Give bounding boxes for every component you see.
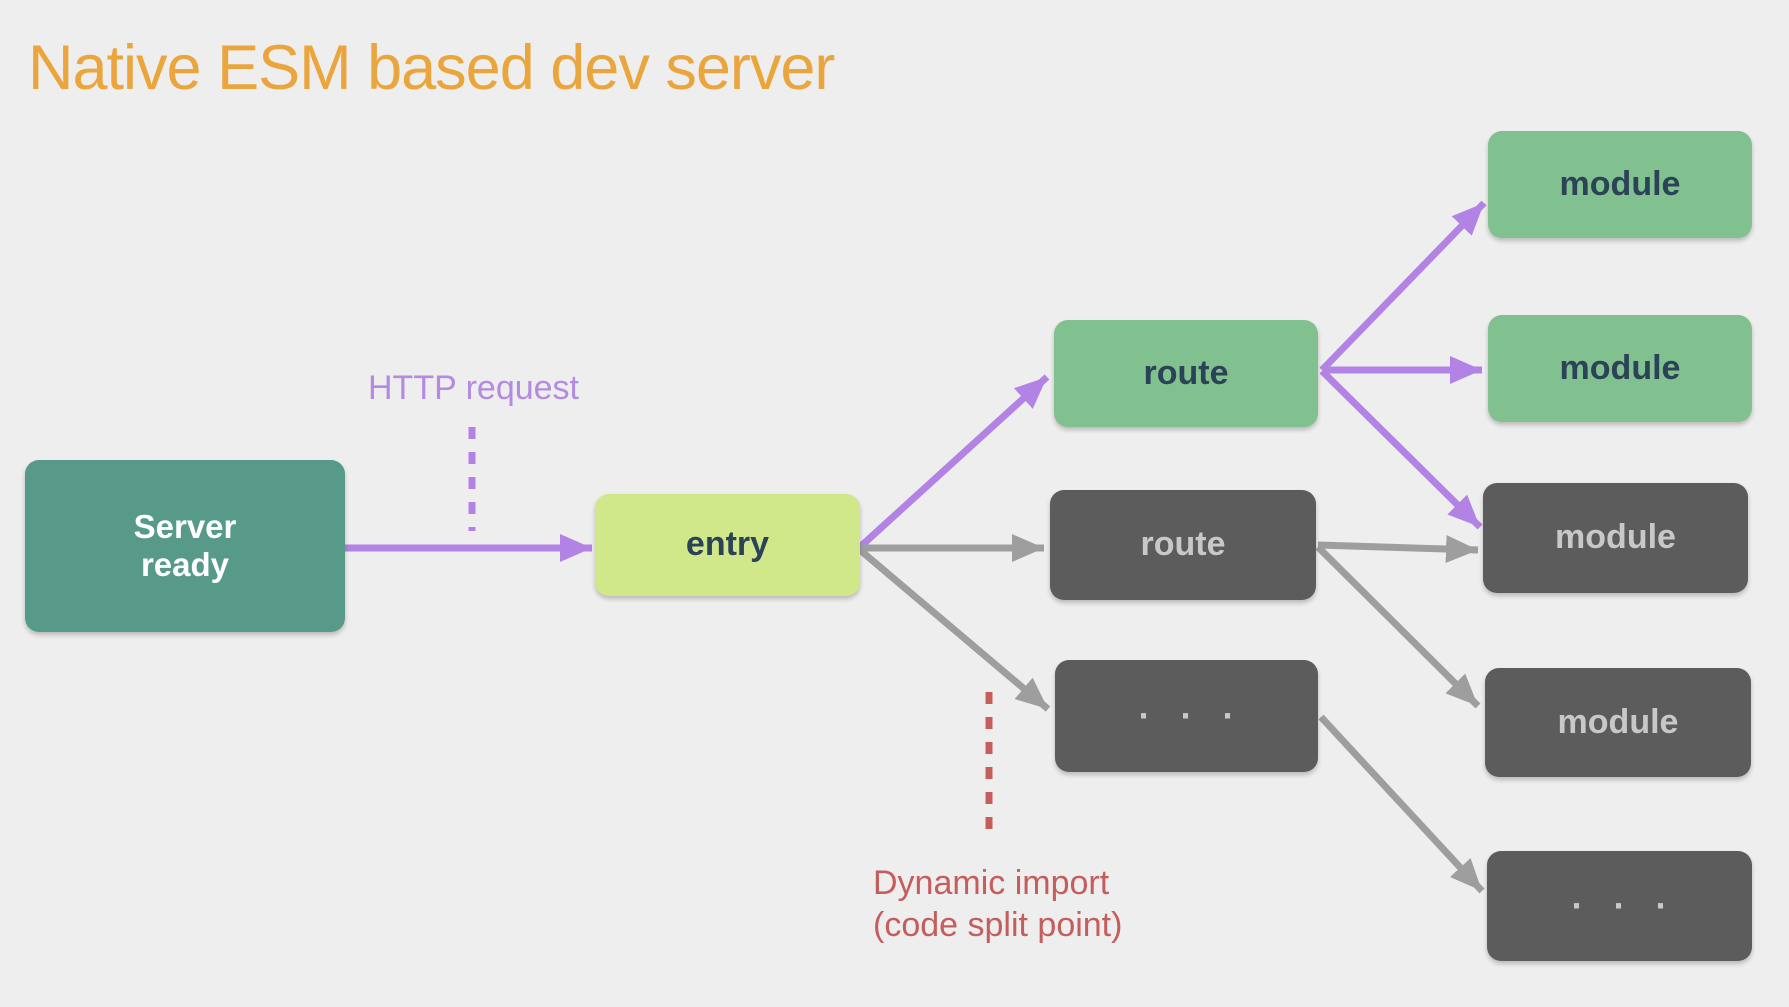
node-entry: entry — [595, 494, 860, 596]
node-module-2-label: module — [1559, 348, 1681, 387]
node-route-green-label: route — [1143, 353, 1229, 392]
page-title: Native ESM based dev server — [28, 33, 835, 103]
node-route-green: route — [1054, 320, 1318, 427]
node-entry-label: entry — [685, 525, 770, 564]
edge-route-green-to-module-3 — [1319, 368, 1483, 530]
edge-ellipsis-1-to-ellipsis-2 — [1318, 714, 1485, 894]
dynamic-import-label-line1: Dynamic import — [873, 864, 1110, 902]
edge-route-dark-to-module-4 — [1315, 544, 1481, 709]
node-ellipsis-2: · · · — [1487, 851, 1752, 961]
node-ellipsis-1: · · · — [1055, 660, 1318, 772]
node-server-ready-label: Server ready — [133, 507, 237, 583]
node-ellipsis-2-label: · · · — [1571, 885, 1678, 927]
node-module-3: module — [1483, 483, 1748, 593]
edge-route-dark-to-module-3 — [1317, 535, 1479, 563]
edge-entry-to-route-green — [857, 374, 1050, 550]
node-route-dark: route — [1050, 490, 1316, 600]
node-module-1-label: module — [1559, 164, 1681, 203]
node-module-1: module — [1488, 131, 1752, 238]
node-module-3-label: module — [1555, 518, 1676, 557]
dynamic-import-label-line2: (code split point) — [873, 906, 1123, 944]
node-module-2: module — [1488, 315, 1752, 422]
dynamic-import-label: Dynamic import (code split point) — [873, 862, 1122, 946]
node-module-4: module — [1485, 668, 1751, 777]
edge-route-green-to-module-1 — [1319, 200, 1487, 373]
edge-entry-to-ellipsis-1 — [857, 547, 1051, 712]
node-route-dark-label: route — [1140, 525, 1226, 564]
node-server-ready: Server ready — [25, 460, 345, 632]
node-ellipsis-1-label: · · · — [1138, 695, 1245, 737]
node-module-4-label: module — [1557, 702, 1679, 741]
http-request-label: HTTP request — [368, 369, 580, 407]
